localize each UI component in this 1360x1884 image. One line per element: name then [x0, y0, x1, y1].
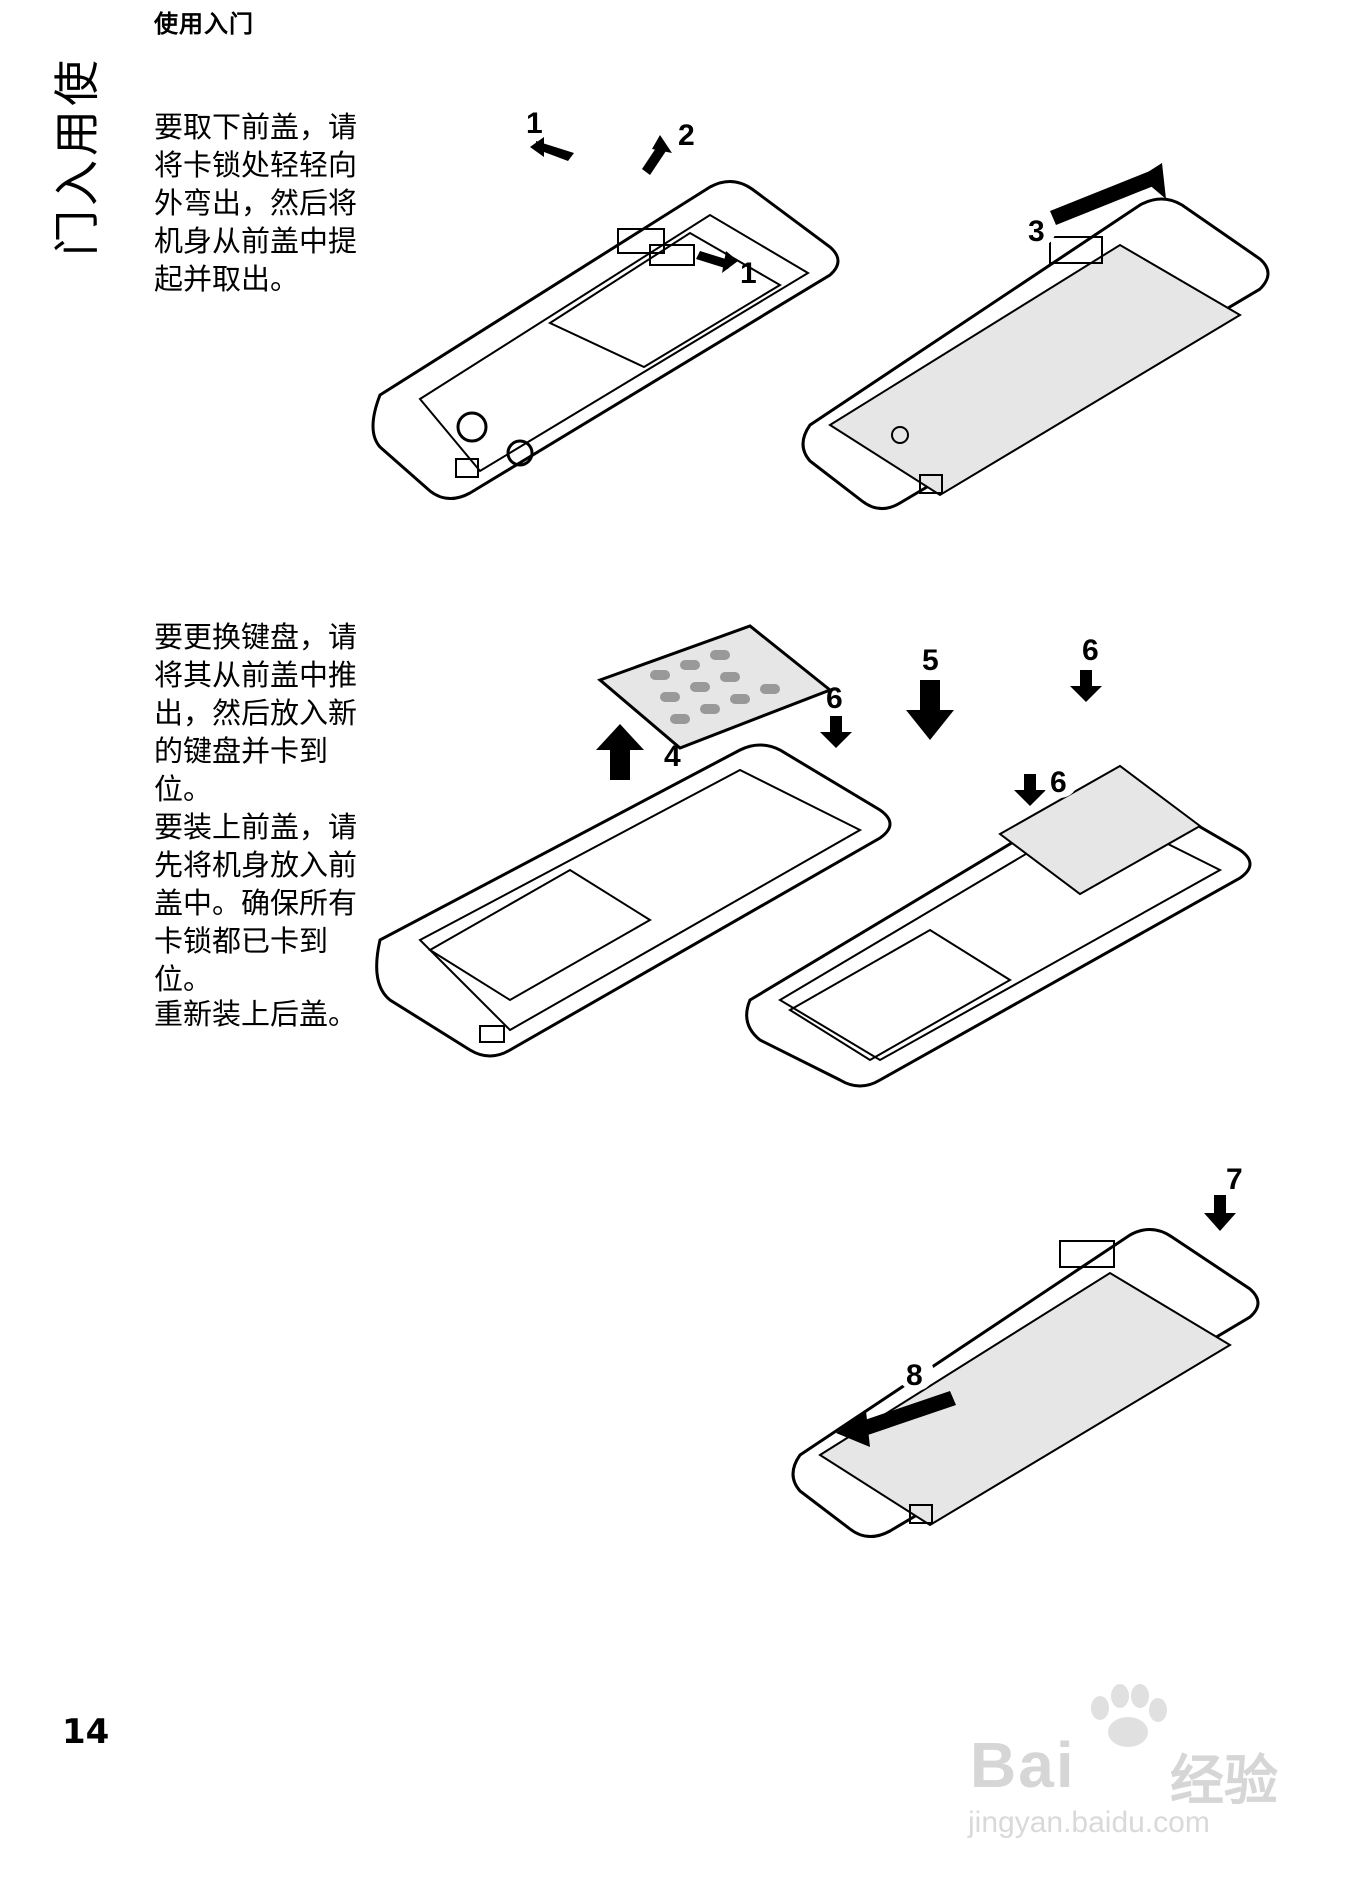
- callout-8: 8: [906, 1359, 923, 1392]
- callout-1b: 1: [740, 257, 757, 290]
- paw-icon: [1091, 1684, 1167, 1747]
- watermark: Bai 经验 jingyan.baidu.com: [960, 1680, 1290, 1840]
- callout-3: 3: [1028, 215, 1045, 248]
- callout-6c: 6: [1050, 766, 1067, 799]
- instruction-refit-cover: 要装上前盖，请先将机身放入前盖中。确保所有卡锁都已卡到位。: [154, 810, 358, 996]
- side-tab-char: 门: [50, 210, 104, 256]
- side-section-tab: 使 用 入 门: [50, 58, 104, 258]
- phone-illustration-1: 1 2 1 3: [371, 107, 1270, 510]
- callout-6b: 6: [1082, 634, 1099, 667]
- callout-2: 2: [678, 119, 695, 152]
- watermark-url: jingyan.baidu.com: [968, 1806, 1210, 1839]
- phone-illustration-2: 4 5 6 6 6: [375, 624, 1252, 1088]
- side-tab-char: 用: [50, 110, 104, 156]
- instruction-remove-cover: 要取下前盖，请将卡锁处轻轻向外弯出，然后将机身从前盖中提起并取出。: [154, 110, 358, 296]
- callout-6a: 6: [826, 682, 843, 715]
- callout-5: 5: [922, 644, 939, 677]
- page-number: 14: [62, 1712, 110, 1752]
- callout-7: 7: [1226, 1165, 1243, 1196]
- instruction-replace-keymat: 要更换键盘，请将其从前盖中推出，然后放入新的键盘并卡到位。: [154, 620, 358, 806]
- callout-1: 1: [526, 107, 543, 140]
- figure-back-cover: 7 8: [780, 1165, 1300, 1555]
- figure-remove-cover: 1 2 1 3: [360, 105, 1280, 525]
- callout-4: 4: [664, 740, 681, 773]
- side-tab-char: 使: [50, 60, 104, 106]
- watermark-suffix: 经验: [1170, 1749, 1278, 1812]
- running-header: 使用入门: [154, 10, 254, 38]
- side-tab-char: 入: [50, 160, 104, 206]
- instruction-refit-back: 重新装上后盖。: [154, 997, 358, 1031]
- phone-illustration-3: 7 8: [791, 1165, 1260, 1538]
- figure-keymat: 4 5 6 6 6: [360, 620, 1280, 1140]
- watermark-brand: Bai: [970, 1729, 1076, 1801]
